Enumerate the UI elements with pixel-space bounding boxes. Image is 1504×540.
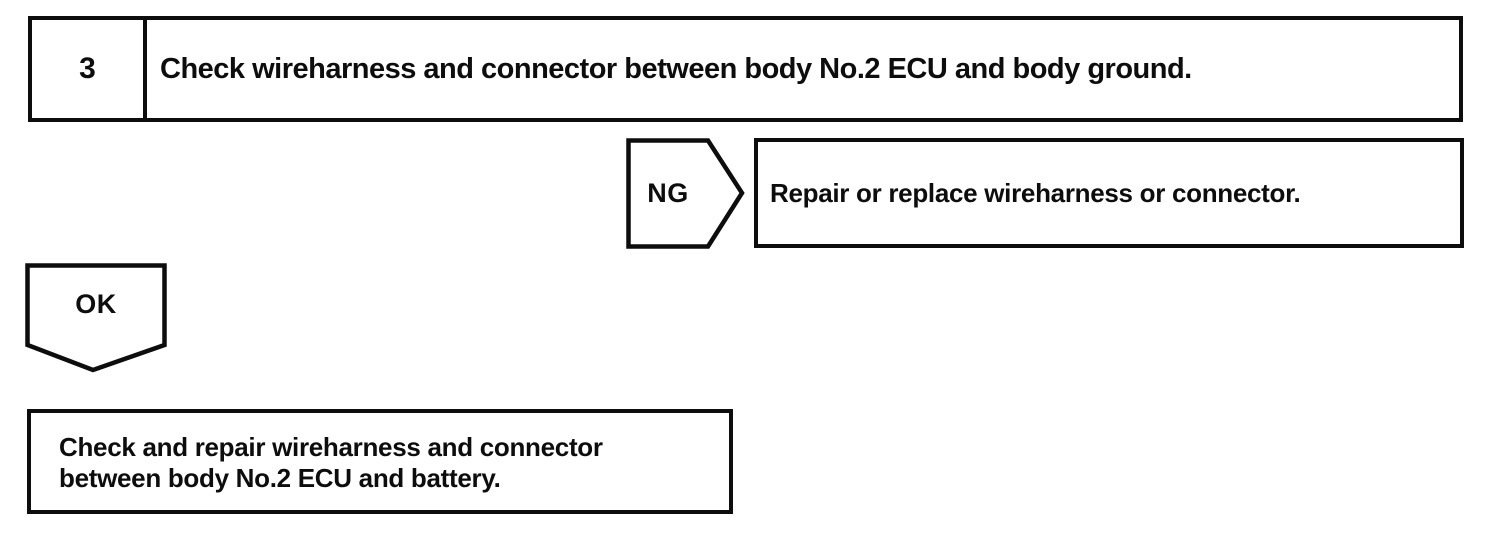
ok-label: OK: [75, 288, 117, 319]
ok-action-line-2: between body No.2 ECU and battery.: [59, 463, 501, 493]
step-instruction: Check wireharness and connector between …: [160, 52, 1192, 85]
step-box: 3 Check wireharness and connector betwee…: [28, 16, 1463, 122]
ng-label: NG: [647, 178, 689, 208]
ng-action-box: Repair or replace wireharness or connect…: [754, 138, 1464, 248]
ok-connector: OK: [25, 263, 167, 373]
step-number: 3: [79, 52, 96, 85]
ok-result-box: Check and repair wireharness and connect…: [27, 409, 733, 514]
step-number-cell: 3: [32, 20, 147, 118]
ng-arrow-shape: [626, 138, 745, 249]
ng-action-text: Repair or replace wireharness or connect…: [770, 177, 1301, 208]
ok-action-line-1: Check and repair wireharness and connect…: [59, 432, 603, 462]
ng-connector: NG: [626, 138, 746, 249]
ok-arrow-shape: [25, 263, 167, 373]
